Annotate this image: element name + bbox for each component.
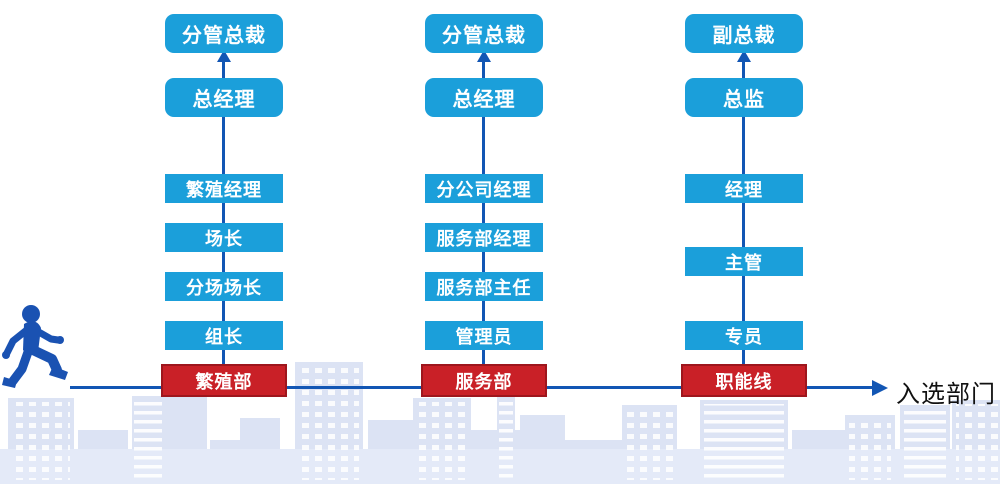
position-box: 主管: [685, 247, 803, 276]
position-box: 组长: [165, 321, 283, 350]
department-box: 职能线: [681, 364, 807, 397]
position-box: 分管总裁: [425, 14, 543, 53]
axis-label: 入选部门: [896, 381, 996, 408]
position-box: 分公司经理: [425, 174, 543, 203]
position-box: 总经理: [165, 78, 283, 117]
up-arrow-icon: [737, 50, 751, 62]
city-skyline-background: [0, 362, 1000, 484]
position-box: 分管总裁: [165, 14, 283, 53]
position-box: 专员: [685, 321, 803, 350]
up-arrow-icon: [477, 50, 491, 62]
up-arrow-icon: [217, 50, 231, 62]
position-box: 经理: [685, 174, 803, 203]
up-arrow-icon: [742, 58, 745, 78]
position-box: 总监: [685, 78, 803, 117]
career-ladder-line: [482, 116, 485, 388]
position-box: 总经理: [425, 78, 543, 117]
position-box: 繁殖经理: [165, 174, 283, 203]
right-arrow-icon: [872, 380, 888, 396]
up-arrow-icon: [222, 58, 225, 78]
walking-person-icon: [2, 305, 68, 388]
position-box: 服务部经理: [425, 223, 543, 252]
career-ladder-line: [222, 116, 225, 388]
position-box: 分场场长: [165, 272, 283, 301]
department-box: 服务部: [421, 364, 547, 397]
department-box: 繁殖部: [161, 364, 287, 397]
up-arrow-icon: [482, 58, 485, 78]
position-box: 服务部主任: [425, 272, 543, 301]
position-box: 副总裁: [685, 14, 803, 53]
position-box: 场长: [165, 223, 283, 252]
position-box: 管理员: [425, 321, 543, 350]
